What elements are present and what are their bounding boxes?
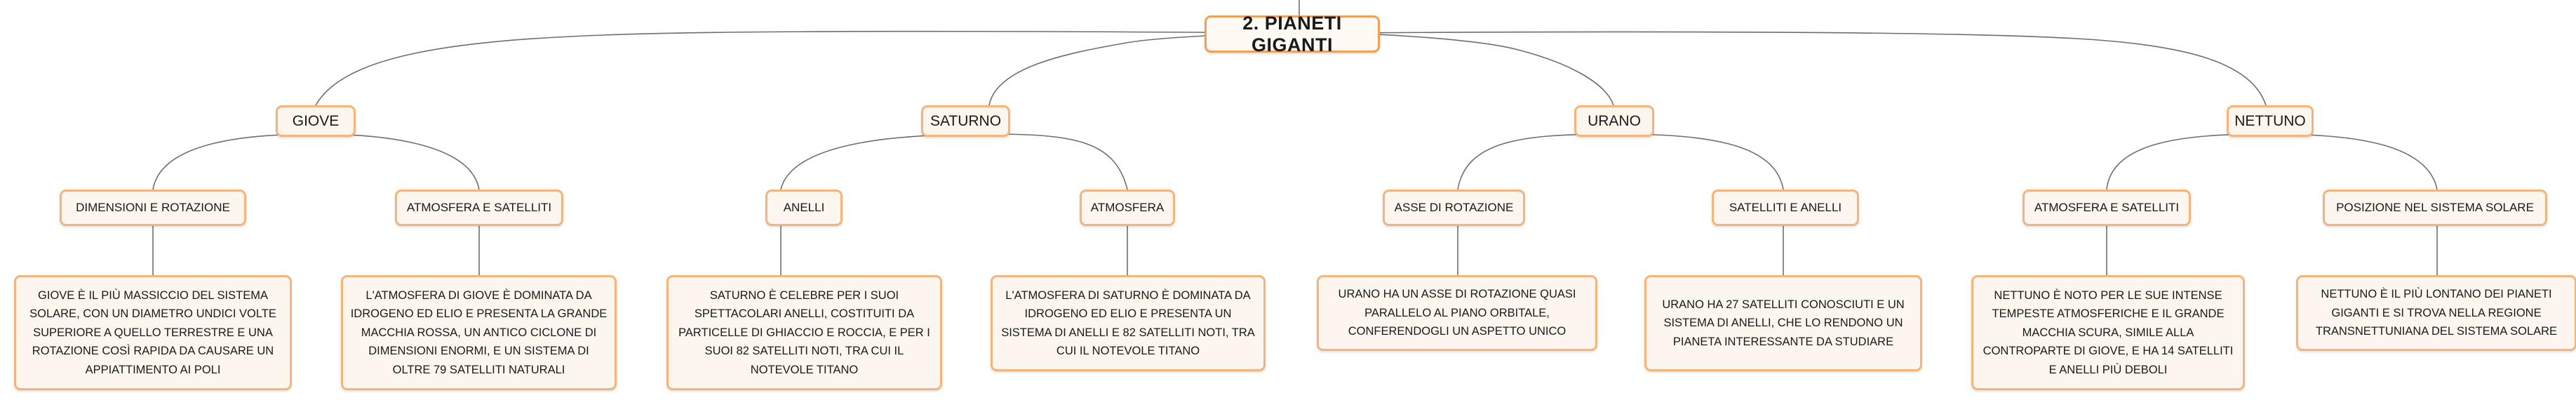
planet-node-giove[interactable]: GIOVE (276, 105, 356, 137)
topic-node[interactable]: ATMOSFERA (1080, 190, 1175, 226)
root-topic[interactable]: 2. PIANETI GIGANTI (1205, 13, 1380, 55)
detail-note[interactable]: NETTUNO È IL PIÙ LONTANO DEI PIANETI GIG… (2296, 275, 2576, 351)
planet-node-urano[interactable]: URANO (1574, 105, 1654, 137)
topic-node[interactable]: SATELLITI E ANELLI (1712, 190, 1859, 226)
detail-note[interactable]: SATURNO È CELEBRE PER I SUOI SPETTACOLAR… (666, 275, 942, 390)
planet-node-nettuno[interactable]: NETTUNO (2227, 105, 2314, 137)
topic-node[interactable]: ATMOSFERA E SATELLITI (395, 190, 563, 226)
detail-note[interactable]: L'ATMOSFERA DI SATURNO È DOMINATA DA IDR… (991, 275, 1266, 371)
planet-node-saturno[interactable]: SATURNO (921, 105, 1010, 137)
topic-node[interactable]: ASSE DI ROTAZIONE (1383, 190, 1525, 226)
topic-node[interactable]: ATMOSFERA E SATELLITI (2022, 190, 2191, 226)
detail-note[interactable]: URANO HA UN ASSE DI ROTAZIONE QUASI PARA… (1317, 275, 1597, 351)
detail-note[interactable]: URANO HA 27 SATELLITI CONOSCIUTI E UN SI… (1644, 275, 1922, 371)
detail-note[interactable]: L'ATMOSFERA DI GIOVE È DOMINATA DA IDROG… (341, 275, 617, 390)
detail-note[interactable]: GIOVE È IL PIÙ MASSICCIO DEL SISTEMA SOL… (14, 275, 292, 390)
detail-note[interactable]: NETTUNO È NOTO PER LE SUE INTENSE TEMPES… (1971, 275, 2245, 390)
topic-node[interactable]: DIMENSIONI E ROTAZIONE (60, 190, 246, 226)
topic-node[interactable]: POSIZIONE NEL SISTEMA SOLARE (2323, 190, 2547, 226)
topic-node[interactable]: ANELLI (765, 190, 843, 226)
